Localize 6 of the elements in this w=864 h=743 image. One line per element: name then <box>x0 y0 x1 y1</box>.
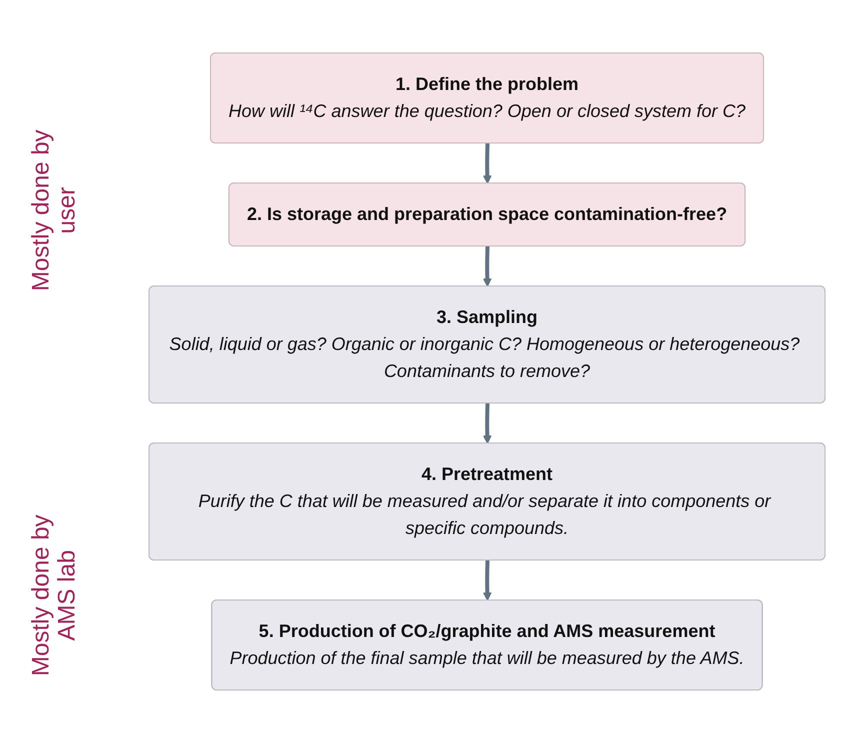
arrow <box>482 560 492 601</box>
group-label: Mostly done by AMS lab <box>28 514 82 676</box>
arrow <box>482 246 492 287</box>
arrow <box>482 403 492 444</box>
arrow <box>482 143 492 184</box>
group-label: Mostly done by user <box>28 129 82 291</box>
